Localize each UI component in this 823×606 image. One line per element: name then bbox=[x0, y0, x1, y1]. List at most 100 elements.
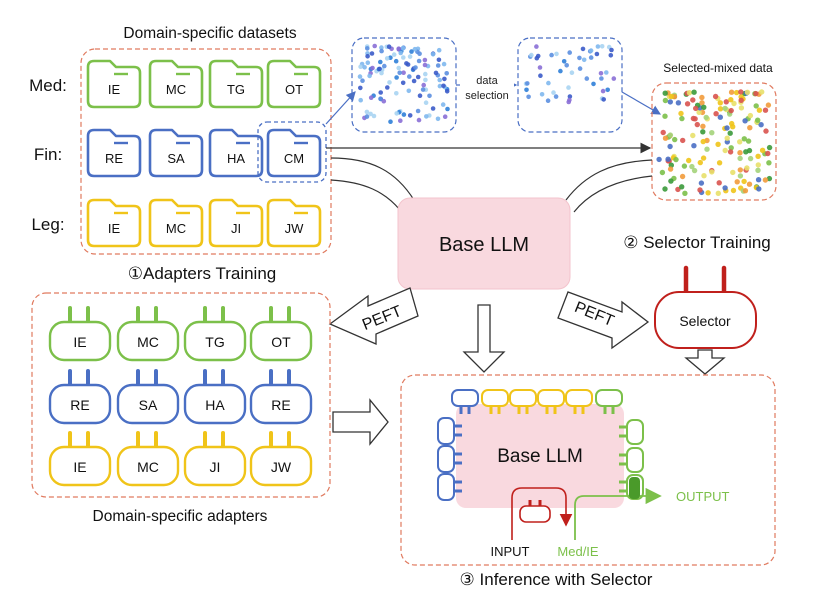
inference-adapter-top bbox=[509, 389, 537, 407]
scatter-point bbox=[539, 92, 545, 97]
scatter-point bbox=[737, 139, 743, 145]
scatter-point bbox=[406, 88, 412, 94]
scatter-point bbox=[755, 162, 761, 168]
scatter-point bbox=[667, 143, 673, 150]
scatter-point bbox=[422, 57, 428, 63]
adapter-label: MC bbox=[137, 334, 159, 350]
scatter-point bbox=[734, 179, 740, 185]
scatter-point bbox=[554, 51, 559, 57]
data-selection-label-1: data bbox=[476, 75, 498, 87]
scatter-point bbox=[701, 173, 707, 179]
scatter-point bbox=[442, 114, 448, 119]
scatter-point bbox=[730, 124, 736, 130]
scatter-point bbox=[762, 107, 769, 113]
scatter-point bbox=[662, 135, 669, 141]
adapter: RE bbox=[48, 369, 112, 425]
scatter-point bbox=[423, 100, 429, 105]
scatter-point bbox=[441, 83, 446, 89]
scatter-point bbox=[423, 77, 428, 83]
scatter-point bbox=[372, 43, 378, 49]
scatter-point bbox=[755, 177, 762, 183]
scatter-point bbox=[435, 116, 441, 122]
selected-mixed-box bbox=[651, 82, 777, 201]
scatter-point bbox=[747, 125, 753, 131]
scatter-point bbox=[717, 106, 724, 112]
inference-selector-mini bbox=[519, 505, 551, 523]
dataset-row-label: Med: bbox=[29, 76, 67, 95]
scatter-point bbox=[400, 80, 406, 86]
adapter-label: IE bbox=[73, 459, 86, 475]
scatter-point bbox=[722, 147, 728, 154]
scatter-point bbox=[577, 66, 583, 71]
scatter-point bbox=[364, 114, 370, 119]
scatter-point bbox=[379, 45, 384, 50]
scatter-point bbox=[744, 89, 751, 96]
scatter-point bbox=[700, 123, 706, 129]
scatter-point bbox=[662, 90, 668, 96]
scatter-point bbox=[713, 111, 719, 117]
dataset-folder-label: TG bbox=[227, 82, 245, 97]
scatter-point bbox=[417, 51, 422, 56]
inference-base-llm-box bbox=[456, 404, 624, 508]
scatter-point bbox=[733, 89, 740, 96]
scatter-point bbox=[699, 100, 705, 106]
adapter-label: MC bbox=[137, 459, 159, 475]
scatter-point bbox=[599, 76, 604, 81]
curve-left-top bbox=[330, 157, 415, 201]
inference-output-line bbox=[574, 487, 662, 540]
adapter: IE bbox=[48, 306, 112, 362]
scatter-point bbox=[717, 100, 723, 106]
scatter-point bbox=[662, 97, 669, 104]
selector-down-arrow bbox=[684, 349, 726, 375]
scatter-point bbox=[400, 45, 406, 51]
scatter-point bbox=[717, 114, 723, 120]
scatter-point bbox=[417, 93, 423, 98]
scatter-point bbox=[737, 150, 743, 156]
scatter-point bbox=[437, 77, 443, 83]
scatter-point bbox=[716, 160, 723, 166]
adapter: RE bbox=[249, 369, 313, 425]
scatter-point bbox=[678, 110, 684, 117]
scatter-point bbox=[558, 68, 563, 74]
scatter-point bbox=[437, 83, 443, 89]
cm-highlight bbox=[257, 121, 327, 183]
scatter-point bbox=[712, 93, 719, 100]
scatter-point bbox=[686, 157, 692, 164]
scatter-point bbox=[442, 76, 447, 82]
scatter-point bbox=[396, 46, 402, 51]
scatter-point bbox=[765, 150, 771, 157]
scatter-point bbox=[673, 156, 679, 163]
scatter-point bbox=[738, 105, 745, 111]
adapter: MC bbox=[116, 306, 180, 362]
scatter-point bbox=[700, 138, 706, 145]
scatter-point bbox=[705, 190, 711, 196]
scatter-point bbox=[440, 102, 446, 107]
scatter-point bbox=[407, 54, 413, 59]
scatter-point bbox=[423, 71, 428, 77]
scatter-point bbox=[416, 58, 422, 64]
scatter-point bbox=[722, 105, 728, 112]
scatter-point bbox=[594, 51, 600, 57]
scatter-point bbox=[696, 109, 702, 116]
scatter-point bbox=[407, 74, 412, 79]
scatter-point bbox=[728, 89, 735, 95]
cm-to-scatter-arrow bbox=[325, 91, 356, 125]
dataset-folder-label: CM bbox=[284, 151, 304, 166]
scatter-point bbox=[394, 91, 399, 96]
scatter-point bbox=[529, 52, 534, 58]
scatter-selected bbox=[523, 44, 617, 105]
scatter-mixed bbox=[656, 89, 773, 196]
scatter-point bbox=[700, 129, 706, 135]
scatter-point bbox=[415, 74, 421, 80]
scatter-point bbox=[534, 44, 539, 49]
inference-base-llm-label: Base LLM bbox=[497, 446, 583, 467]
inference-adapter-top bbox=[595, 389, 623, 407]
adapter-label: OT bbox=[271, 334, 291, 350]
scatter-point bbox=[365, 60, 371, 65]
scatter-point bbox=[728, 97, 734, 103]
scatter-point bbox=[697, 159, 703, 166]
adapter: MC bbox=[116, 431, 180, 487]
scatter-point bbox=[738, 97, 744, 104]
curve-right-bottom bbox=[573, 175, 653, 213]
scatter-point bbox=[667, 132, 674, 138]
